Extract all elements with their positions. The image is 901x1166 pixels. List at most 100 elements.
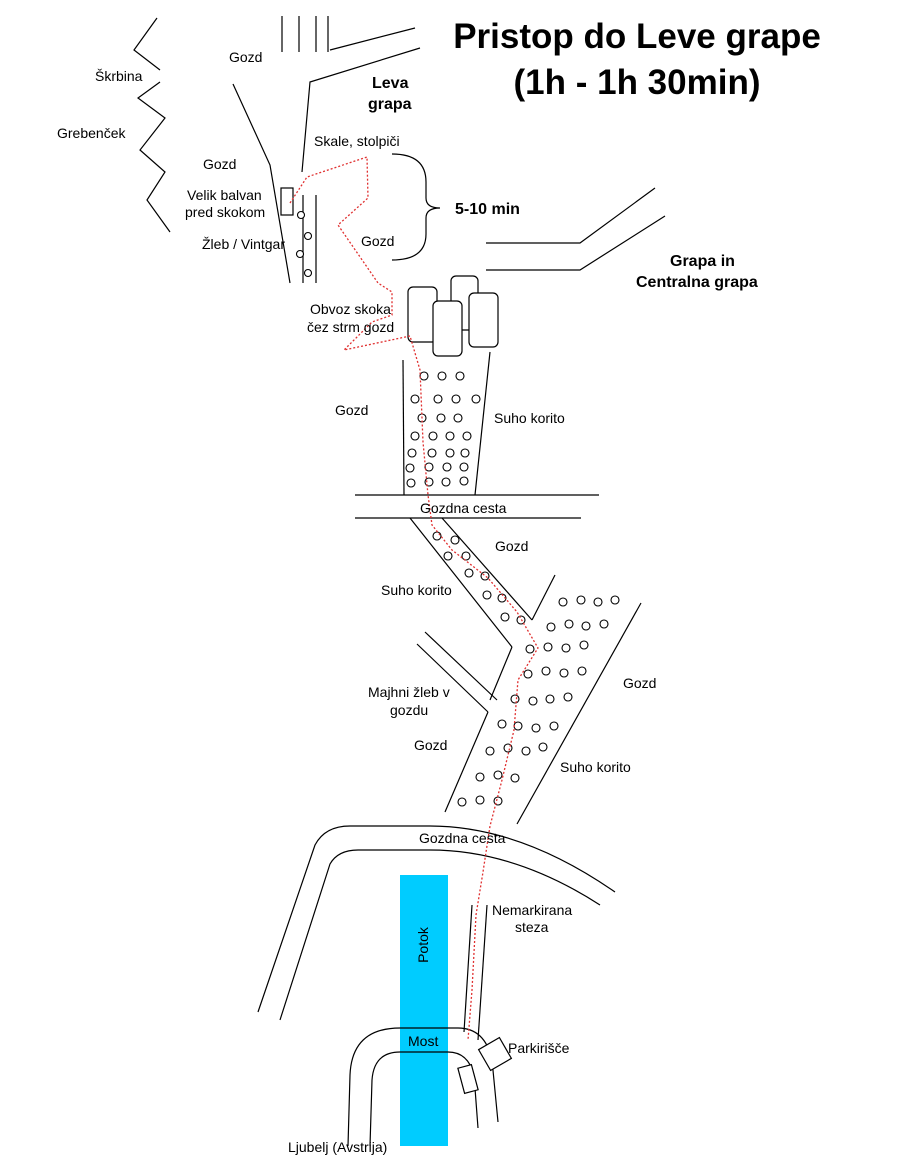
stone	[410, 394, 420, 404]
stone	[525, 644, 535, 654]
stone	[528, 696, 538, 706]
label-suho-korito-1: Suho korito	[494, 410, 565, 426]
stone	[523, 669, 533, 679]
label-gozd-top: Gozd	[229, 49, 262, 65]
forest-road-upper	[355, 494, 599, 519]
label-zleb: Žleb / Vintgar	[202, 236, 285, 252]
label-suho-korito-2: Suho korito	[381, 582, 452, 598]
stone	[521, 746, 531, 756]
rock-blocks	[407, 275, 499, 357]
route-line	[289, 156, 539, 1041]
middle-dry-riverbed	[409, 517, 556, 701]
stone	[459, 462, 469, 472]
stone	[450, 535, 460, 545]
label-parkirisce: Parkirišče	[508, 1040, 570, 1056]
stone	[428, 431, 438, 441]
stone	[471, 394, 481, 404]
stone	[545, 694, 555, 704]
stone	[482, 590, 492, 600]
stone	[513, 721, 523, 731]
unmarked-path	[463, 904, 488, 1041]
stone	[541, 666, 551, 676]
stone	[576, 595, 586, 605]
label-nemarkirana-2: steza	[515, 919, 549, 935]
label-leva-grapa-2: grapa	[368, 96, 412, 113]
label-suho-korito-3: Suho korito	[560, 759, 631, 775]
label-gozd-riverbed: Gozd	[335, 402, 368, 418]
label-skale: Skale, stolpiči	[314, 133, 400, 149]
label-gozdna-cesta-1: Gozdna cesta	[420, 500, 507, 516]
stone	[559, 668, 569, 678]
stone	[442, 462, 452, 472]
label-gozd-after-road: Gozd	[495, 538, 528, 554]
label-grapa-central-1: Grapa in	[670, 253, 735, 270]
leva-grapa-channel	[232, 27, 421, 284]
stone	[424, 462, 434, 472]
stone	[480, 571, 490, 581]
stone	[493, 770, 503, 780]
stone	[485, 746, 495, 756]
stone	[581, 621, 591, 631]
label-balvan-1: Velik balvan	[187, 187, 262, 203]
stone	[475, 795, 485, 805]
label-most: Most	[408, 1033, 438, 1049]
stone	[433, 394, 443, 404]
small-gully	[416, 631, 498, 813]
stone	[543, 642, 553, 652]
label-grebencek: Grebenček	[57, 125, 126, 141]
label-time: 5-10 min	[455, 201, 520, 218]
stone	[453, 413, 463, 423]
stone	[610, 595, 620, 605]
stone	[407, 448, 417, 458]
stone	[546, 622, 556, 632]
stream-label: Potok	[415, 926, 431, 963]
label-leva-grapa-1: Leva	[372, 75, 409, 92]
stone	[510, 773, 520, 783]
label-grapa-central-2: Centralna grapa	[636, 274, 758, 291]
label-gozd-mid: Gozd	[361, 233, 394, 249]
map-title-line2: (1h - 1h 30min)	[514, 63, 761, 102]
stone	[558, 597, 568, 607]
stone	[510, 694, 520, 704]
stone	[437, 371, 447, 381]
stone	[475, 772, 485, 782]
ridge-line	[133, 17, 171, 233]
upper-dry-riverbed	[402, 351, 491, 496]
top-stream-bars	[281, 16, 329, 52]
stone	[497, 719, 507, 729]
stone	[464, 568, 474, 578]
stone	[459, 476, 469, 486]
stone	[577, 666, 587, 676]
label-nemarkirana-1: Nemarkirana	[492, 902, 572, 918]
label-obvoz-1: Obvoz skoka	[310, 301, 391, 317]
parking-lot	[477, 1036, 513, 1072]
stone	[455, 371, 465, 381]
central-gully-lines	[486, 187, 666, 271]
gully-stones	[295, 210, 313, 278]
stone	[538, 742, 548, 752]
label-gozd-lower: Gozd	[414, 737, 447, 753]
stone	[460, 448, 470, 458]
stone	[432, 531, 442, 541]
label-ljubelj: Ljubelj (Avstrija)	[288, 1139, 387, 1155]
time-bracket	[391, 153, 441, 261]
stone	[549, 721, 559, 731]
stone	[436, 413, 446, 423]
label-gozd-right: Gozd	[623, 675, 656, 691]
stone	[497, 593, 507, 603]
stone	[561, 643, 571, 653]
stone	[419, 371, 429, 381]
stone	[443, 551, 453, 561]
label-skrbina: Škrbina	[95, 68, 143, 84]
stone	[410, 431, 420, 441]
label-gozd-left: Gozd	[203, 156, 236, 172]
stone	[593, 597, 603, 607]
label-obvoz-2: čez strm gozd	[307, 319, 394, 335]
stone	[500, 612, 510, 622]
stone	[563, 692, 573, 702]
stone	[579, 640, 589, 650]
label-gozdna-cesta-2: Gozdna cesta	[419, 830, 506, 846]
label-majhni-zleb-2: gozdu	[390, 702, 428, 718]
stone	[441, 477, 451, 487]
